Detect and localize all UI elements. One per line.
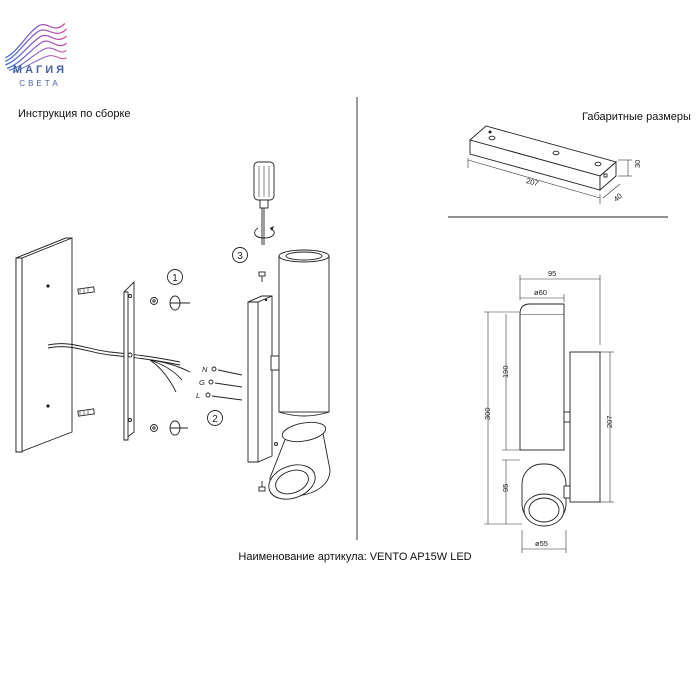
- terminal-l-label: L: [196, 391, 200, 400]
- dim-height-total: 300: [483, 407, 492, 420]
- dim-height: 30: [633, 160, 642, 168]
- mounting-bracket: [123, 280, 135, 441]
- dim-height-lower: 95: [501, 484, 510, 492]
- brand-logo-waves-icon: [5, 23, 68, 73]
- wall-plugs: [77, 286, 95, 417]
- brand-tagline: СВЕТА: [19, 79, 61, 88]
- dim-length: 207: [525, 176, 540, 188]
- dim-width: 40: [612, 191, 624, 203]
- step-2-marker: 2: [207, 410, 223, 426]
- lamp-base: [247, 295, 280, 463]
- dim-diameter-top: ø60: [534, 288, 547, 297]
- side-elevation: [519, 303, 601, 527]
- screw-top: [150, 295, 190, 311]
- terminal-n-label: N: [202, 365, 208, 374]
- dim-height-base: 207: [605, 415, 614, 428]
- step-2-label: 2: [212, 414, 218, 425]
- lower-spot: [268, 421, 331, 500]
- step-3-label: 3: [237, 251, 243, 262]
- article-name: Наименование артикула: VENTO AP15W LED: [238, 551, 472, 563]
- terminal-g-label: G: [199, 378, 205, 387]
- step-3-marker: 3: [232, 247, 248, 263]
- grub-screw-top: [258, 271, 266, 282]
- step-1-label: 1: [172, 273, 178, 284]
- wire-ends: [149, 359, 191, 393]
- dim-height-upper: 190: [501, 365, 510, 378]
- dim-diameter-bottom: ø55: [535, 539, 548, 548]
- upper-cylinder: [278, 249, 330, 417]
- screwdriver-icon: [253, 161, 275, 245]
- assembly-title: Инструкция по сборке: [18, 108, 131, 120]
- grub-screw-bottom: [258, 481, 266, 492]
- dim-width-top: 95: [548, 269, 556, 278]
- power-cable: [47, 343, 181, 363]
- screw-bottom: [150, 420, 188, 436]
- terminal-labels: N G L: [196, 365, 243, 401]
- dimensions-title: Габаритные размеры: [582, 111, 691, 123]
- base-box-3d: [469, 125, 617, 191]
- wall-plate: [15, 237, 73, 453]
- brand-name: МАГИЯ: [12, 64, 68, 76]
- step-1-marker: 1: [167, 269, 183, 285]
